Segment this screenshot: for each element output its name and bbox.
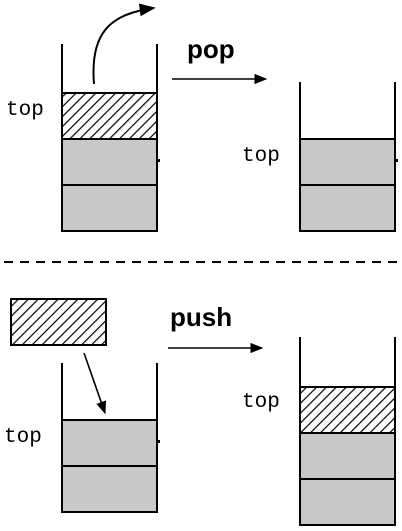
push-operation-label: push — [170, 302, 232, 332]
pop-operation-label: pop — [187, 34, 235, 64]
stack-block — [299, 138, 396, 186]
stack-block — [61, 138, 158, 186]
push-in-arrow-icon — [83, 352, 107, 415]
top-item-block — [299, 386, 396, 434]
stack-block — [299, 184, 396, 232]
pop-out-arrow-icon — [92, 3, 156, 85]
push-after-top-label: top — [242, 391, 280, 414]
stack-block — [61, 419, 158, 467]
top-marker-dot — [395, 159, 398, 162]
top-item-block — [61, 92, 158, 140]
pop-before-stack — [61, 44, 160, 232]
pop-before-top-label: top — [6, 99, 44, 122]
push-after-stack — [299, 337, 396, 526]
pop-after-stack — [299, 82, 398, 232]
top-marker-dot — [157, 159, 160, 162]
stack-block — [61, 184, 158, 232]
push-before-top-label: top — [4, 426, 42, 449]
new-item-hatched-block-icon — [10, 298, 107, 346]
stack-block — [299, 432, 396, 480]
stack-block — [299, 478, 396, 526]
stack-block — [61, 465, 158, 513]
pop-after-top-label: top — [242, 145, 280, 168]
push-before-stack — [61, 363, 160, 513]
top-marker-dot — [157, 440, 160, 443]
